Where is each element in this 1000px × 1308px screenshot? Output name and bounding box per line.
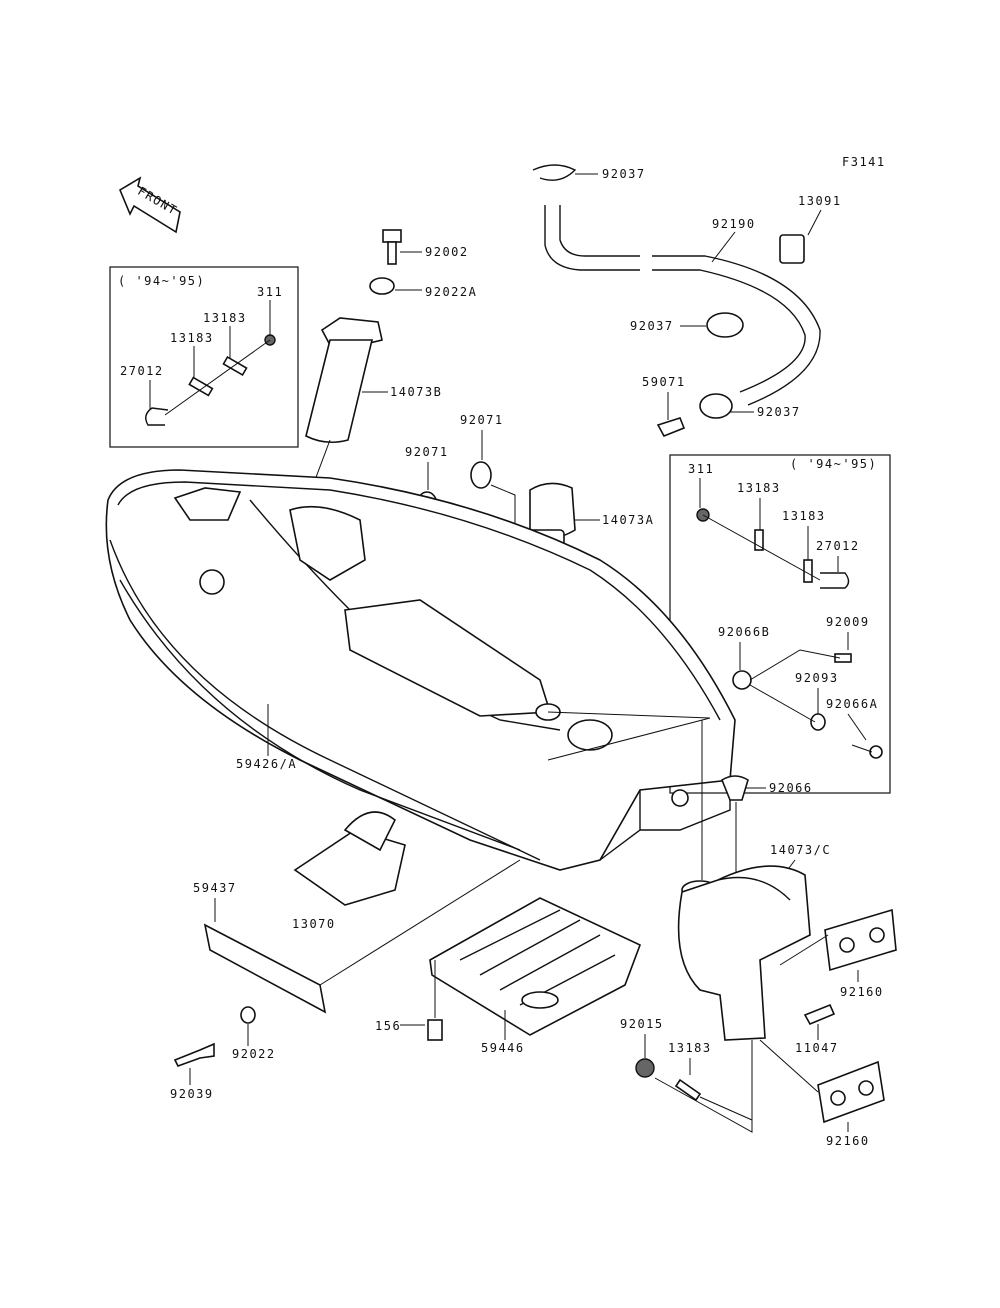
grate-59446 bbox=[429, 897, 642, 1036]
plate-92160-a bbox=[824, 908, 897, 972]
label-92190: 92190 bbox=[712, 217, 756, 231]
label-13183-right-b: 13183 bbox=[782, 509, 826, 523]
hose-92190-b bbox=[652, 269, 806, 393]
label-14073C: 14073/C bbox=[770, 843, 831, 857]
label-156: 156 bbox=[375, 1019, 401, 1033]
bolt-156 bbox=[427, 1019, 443, 1041]
rail-59437 bbox=[203, 923, 327, 1014]
plug-92066 bbox=[721, 775, 749, 801]
label-59446: 59446 bbox=[481, 1041, 525, 1055]
clamp-92037-mid bbox=[706, 312, 744, 338]
label-59426A: 59426/A bbox=[236, 757, 297, 771]
label-92066B: 92066B bbox=[718, 625, 770, 639]
label-92066A: 92066A bbox=[826, 697, 878, 711]
clip-13183-right-a bbox=[754, 529, 764, 551]
label-13183-left-b: 13183 bbox=[170, 331, 214, 345]
label-59071: 59071 bbox=[642, 375, 686, 389]
duct-14073C bbox=[677, 865, 811, 1041]
hull-59426A bbox=[105, 469, 736, 871]
clip-13183-left-b bbox=[188, 376, 214, 397]
bolt-92039 bbox=[173, 1042, 215, 1067]
inset-right: ( '94~'95) 311 13183 13183 27012 92066B … bbox=[669, 454, 891, 794]
label-14073A: 14073A bbox=[602, 513, 654, 527]
clamp-92037-top bbox=[532, 164, 577, 181]
label-92037-top: 92037 bbox=[602, 167, 646, 181]
inset-left-years: ( '94~'95) bbox=[118, 274, 205, 288]
front-arrow-icon: FRONT bbox=[118, 176, 181, 234]
label-11047: 11047 bbox=[795, 1041, 839, 1055]
hose-92190-a bbox=[544, 205, 640, 271]
screw-92009 bbox=[834, 653, 852, 663]
label-92009: 92009 bbox=[826, 615, 870, 629]
label-92015: 92015 bbox=[620, 1017, 664, 1031]
washer-92093 bbox=[810, 713, 826, 731]
clip-27012-right bbox=[820, 572, 850, 589]
clip-27012-left bbox=[145, 407, 169, 426]
grommet-92066B bbox=[732, 670, 752, 690]
label-92160-b: 92160 bbox=[826, 1134, 870, 1148]
figure-code: F3141 bbox=[842, 155, 886, 169]
label-27012-right: 27012 bbox=[816, 539, 860, 553]
label-311-left: 311 bbox=[257, 285, 283, 299]
washer-92022A bbox=[369, 277, 395, 295]
label-92022A: 92022A bbox=[425, 285, 477, 299]
plate-92160-b bbox=[817, 1060, 885, 1124]
clip-13183-right-b bbox=[803, 559, 813, 583]
label-92037-low: 92037 bbox=[757, 405, 801, 419]
label-92039: 92039 bbox=[170, 1087, 214, 1101]
grommet-92071-b bbox=[470, 461, 492, 489]
label-13091: 13091 bbox=[798, 194, 842, 208]
nut-92015 bbox=[635, 1058, 655, 1078]
inset-left: ( '94~'95) 311 13183 13183 27012 bbox=[109, 266, 299, 448]
bolt-92002 bbox=[382, 229, 402, 243]
label-13183-bottom: 13183 bbox=[668, 1041, 712, 1055]
fitting-59071 bbox=[656, 417, 686, 438]
label-92093: 92093 bbox=[795, 671, 839, 685]
label-311-right: 311 bbox=[688, 462, 714, 476]
label-92037-mid: 92037 bbox=[630, 319, 674, 333]
grate-13070 bbox=[293, 811, 406, 906]
screw-11047 bbox=[803, 1003, 836, 1026]
clip-13183-left-a bbox=[222, 355, 248, 377]
label-13070: 13070 bbox=[292, 917, 336, 931]
clip-13183-bottom bbox=[674, 1078, 702, 1102]
label-92071-a: 92071 bbox=[405, 445, 449, 459]
inset-right-years: ( '94~'95) bbox=[790, 457, 877, 471]
label-27012-left: 27012 bbox=[120, 364, 164, 378]
clip-13091 bbox=[779, 234, 805, 264]
label-92022: 92022 bbox=[232, 1047, 276, 1061]
bolt-92066A bbox=[869, 745, 883, 759]
duct-14073B bbox=[305, 317, 383, 444]
clamp-92037-low bbox=[699, 393, 733, 419]
label-92160-a: 92160 bbox=[840, 985, 884, 999]
washer-92022 bbox=[240, 1006, 256, 1024]
label-14073B: 14073B bbox=[390, 385, 442, 399]
label-92002: 92002 bbox=[425, 245, 469, 259]
label-92071-b: 92071 bbox=[460, 413, 504, 427]
label-92066: 92066 bbox=[769, 781, 813, 795]
label-59437: 59437 bbox=[193, 881, 237, 895]
label-13183-left-a: 13183 bbox=[203, 311, 247, 325]
label-13183-right-a: 13183 bbox=[737, 481, 781, 495]
